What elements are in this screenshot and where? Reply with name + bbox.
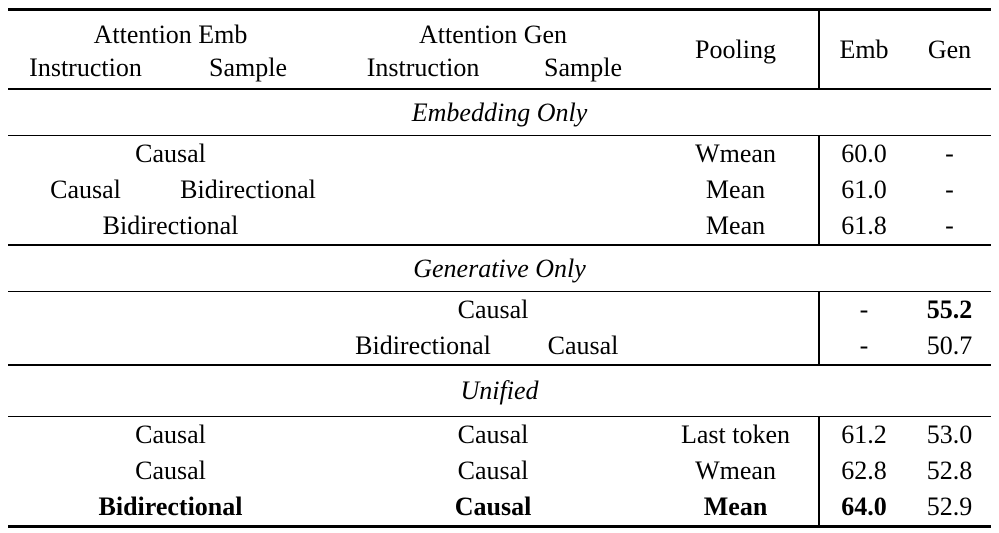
header-row-subcolumns: Instruction Sample Instruction Sample	[8, 52, 991, 89]
emb-attention-empty	[8, 328, 333, 365]
gen-attention-value: Causal	[454, 492, 532, 521]
emb-attention-value: Bidirectional	[98, 492, 243, 521]
pooling-empty	[653, 328, 819, 365]
attention-ablation-table: Attention Emb Attention Gen Pooling Emb …	[8, 8, 992, 528]
pooling-value: Mean	[703, 492, 768, 521]
gen-attention-value: Causal	[457, 295, 529, 324]
header-gen-score: Gen	[927, 34, 972, 64]
emb-instruction-value: Causal	[50, 175, 121, 204]
pooling-value: Mean	[705, 211, 766, 240]
pooling-value: Wmean	[695, 139, 776, 168]
data-row: Causal Wmean 60.0 -	[8, 135, 991, 173]
emb-score: 61.2	[818, 416, 909, 453]
gen-sample-value: Causal	[547, 331, 619, 360]
gen-score: 53.0	[926, 420, 973, 449]
gen-attention-empty	[333, 208, 653, 245]
section-title: Generative Only	[8, 244, 992, 292]
header-attention-emb: Attention Emb	[93, 20, 248, 49]
header-attention-gen: Attention Gen	[419, 20, 568, 49]
pooling-value: Last token	[681, 420, 791, 449]
emb-score: 64.0	[818, 489, 909, 527]
pooling-value: Wmean	[695, 456, 776, 485]
gen-score: 52.8	[926, 456, 973, 485]
emb-attention-value: Causal	[135, 456, 206, 485]
emb-sample-value: Bidirectional	[180, 175, 316, 204]
section-title-row: Generative Only	[8, 244, 992, 292]
data-row: Causal Causal Wmean 62.8 52.8	[8, 453, 991, 489]
data-row: Causal Bidirectional Mean 61.0 -	[8, 172, 991, 208]
gen-score: -	[945, 139, 954, 168]
gen-score: -	[945, 211, 954, 240]
header-emb-score: Emb	[818, 9, 909, 89]
emb-attention-value: Causal	[135, 420, 206, 449]
section-title: Embedding Only	[8, 88, 992, 136]
gen-instruction-value: Bidirectional	[355, 331, 491, 360]
gen-score: -	[945, 175, 954, 204]
data-row: Bidirectional Mean 61.8 -	[8, 208, 991, 245]
gen-attention-empty	[333, 136, 653, 173]
data-row: Causal Causal Last token 61.2 53.0	[8, 416, 991, 453]
emb-score: 61.0	[818, 172, 909, 208]
pooling-empty	[653, 292, 819, 329]
emb-attention-empty	[8, 292, 333, 329]
emb-score: 62.8	[818, 453, 909, 489]
section-title-row: Unified	[8, 364, 992, 417]
emb-score: 61.8	[818, 208, 909, 245]
header-emb-sample: Sample	[209, 53, 287, 82]
gen-attention-empty	[333, 172, 653, 208]
emb-score: -	[818, 328, 909, 365]
data-row: Bidirectional Causal - 50.7	[8, 328, 991, 365]
gen-score: 55.2	[926, 295, 973, 324]
emb-attention-value: Causal	[135, 139, 206, 168]
header-gen-sample: Sample	[544, 53, 623, 82]
emb-score: -	[818, 291, 909, 328]
header-pooling: Pooling	[695, 34, 776, 64]
header-emb-instruction: Instruction	[29, 53, 142, 82]
gen-score: 50.7	[926, 331, 973, 360]
data-row: Bidirectional Causal Mean 64.0 52.9	[8, 489, 991, 527]
pooling-value: Mean	[705, 175, 766, 204]
section-title: Unified	[8, 364, 992, 417]
emb-score: 60.0	[818, 135, 909, 172]
gen-score: 52.9	[926, 492, 973, 521]
data-row: Causal - 55.2	[8, 291, 991, 329]
section-title-row: Embedding Only	[8, 88, 992, 136]
gen-attention-value: Causal	[457, 456, 529, 485]
gen-attention-value: Causal	[457, 420, 529, 449]
emb-attention-value: Bidirectional	[102, 211, 239, 240]
header-row-groups: Attention Emb Attention Gen Pooling Emb …	[8, 9, 991, 89]
header-gen-instruction: Instruction	[366, 53, 480, 82]
